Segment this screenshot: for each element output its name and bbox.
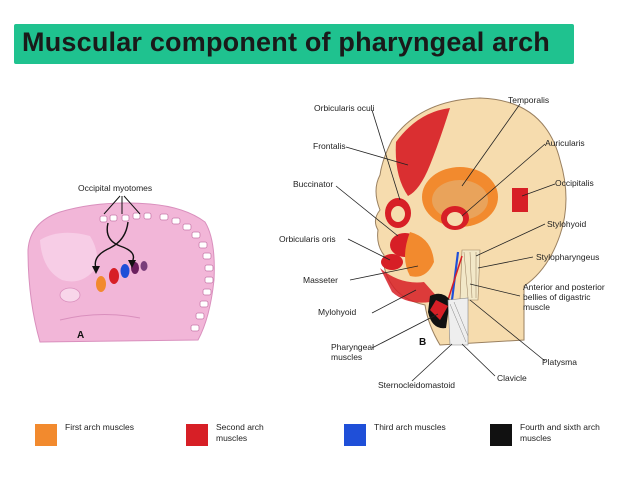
- label-orbicularis-oris: Orbicularis oris: [279, 234, 336, 244]
- label-orbicularis-oculi: Orbicularis oculi: [314, 103, 375, 113]
- label-stylopharyngeus: Stylopharyngeus: [536, 252, 600, 262]
- page-title: Muscular component of pharyngeal arch: [22, 27, 550, 57]
- legend-swatch-blue: [344, 424, 366, 446]
- label-masseter: Masseter: [303, 275, 338, 285]
- title-bar: Muscular component of pharyngeal arch: [14, 24, 574, 64]
- label-stylohyoid: Stylohyoid: [547, 219, 587, 229]
- legend-label: Third arch muscles: [374, 422, 446, 432]
- legend-swatch-black: [490, 424, 512, 446]
- label-digastric: Anterior and posterior bellies of digast…: [523, 282, 605, 312]
- first-arch-primordium: [96, 276, 106, 292]
- label-occipitalis: Occipitalis: [555, 178, 594, 188]
- label-clavicle: Clavicle: [497, 373, 527, 383]
- legend-label: First arch muscles: [65, 422, 134, 432]
- leader-lines: [335, 103, 556, 382]
- legend-swatch-orange: [35, 424, 57, 446]
- second-arch-primordium: [109, 268, 119, 284]
- legend-label: Second arch muscles: [216, 422, 264, 443]
- label-pharyngeal-muscles: Pharyngeal muscles: [331, 342, 375, 362]
- legend-swatch-red: [186, 424, 208, 446]
- label-occipital-myotomes: Occipital myotomes: [78, 183, 153, 193]
- label-buccinator: Buccinator: [293, 179, 334, 189]
- head-drawing: [374, 97, 567, 346]
- panel-label-b: B: [419, 337, 427, 348]
- panel-label-a: A: [77, 330, 85, 341]
- label-temporalis: Temporalis: [508, 95, 550, 105]
- legend-label: Fourth and sixth arch muscles: [520, 422, 600, 443]
- label-sternocleidomastoid: Sternocleidomastoid: [378, 380, 456, 390]
- label-auricularis: Auricularis: [545, 138, 585, 148]
- label-frontalis: Frontalis: [313, 141, 346, 151]
- embryo-drawing: [27, 195, 215, 343]
- label-mylohyoid: Mylohyoid: [318, 307, 357, 317]
- label-platysma: Platysma: [542, 357, 577, 367]
- third-arch-primordium: [120, 264, 130, 278]
